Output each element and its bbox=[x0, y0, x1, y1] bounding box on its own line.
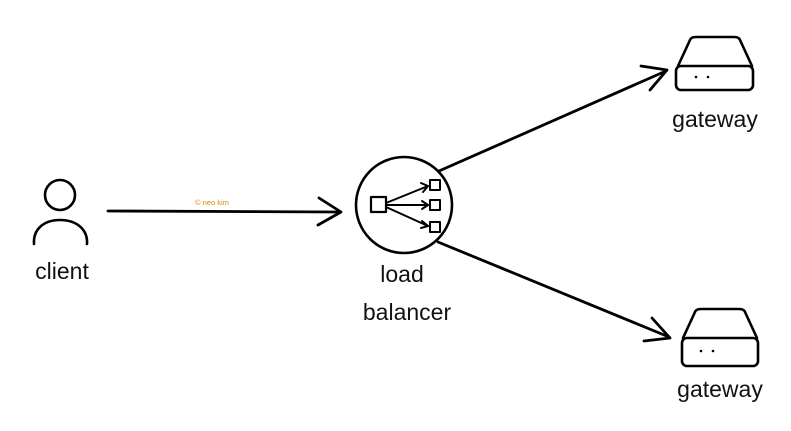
load-balancer-label-line2: balancer bbox=[363, 299, 452, 325]
load-balancer-circle bbox=[354, 155, 454, 255]
edge-load-balancer-to-gateway-top bbox=[437, 64, 669, 173]
client-node: client bbox=[32, 178, 89, 284]
edge-client-to-load-balancer: © neo kim bbox=[106, 196, 343, 227]
arrowhead-icon bbox=[316, 196, 343, 227]
gateway-bottom-label: gateway bbox=[677, 376, 763, 402]
gateway-top-label: gateway bbox=[672, 106, 758, 132]
load-balancer-label-line1: load bbox=[380, 261, 423, 287]
load-balancer-node: load balancer bbox=[354, 155, 454, 325]
arrowhead-icon bbox=[639, 64, 669, 92]
client-label: client bbox=[35, 258, 89, 284]
server-icon bbox=[680, 307, 760, 368]
gateway-bottom-node: gateway bbox=[677, 307, 763, 402]
server-icon bbox=[674, 35, 755, 92]
edge-load-balancer-to-gateway-bottom bbox=[436, 240, 672, 343]
gateway-top-node: gateway bbox=[672, 35, 758, 132]
arrowhead-icon bbox=[642, 316, 672, 343]
edge-watermark-label: © neo kim bbox=[195, 198, 229, 207]
load-balancer-icon bbox=[369, 179, 441, 233]
person-icon bbox=[32, 178, 89, 246]
